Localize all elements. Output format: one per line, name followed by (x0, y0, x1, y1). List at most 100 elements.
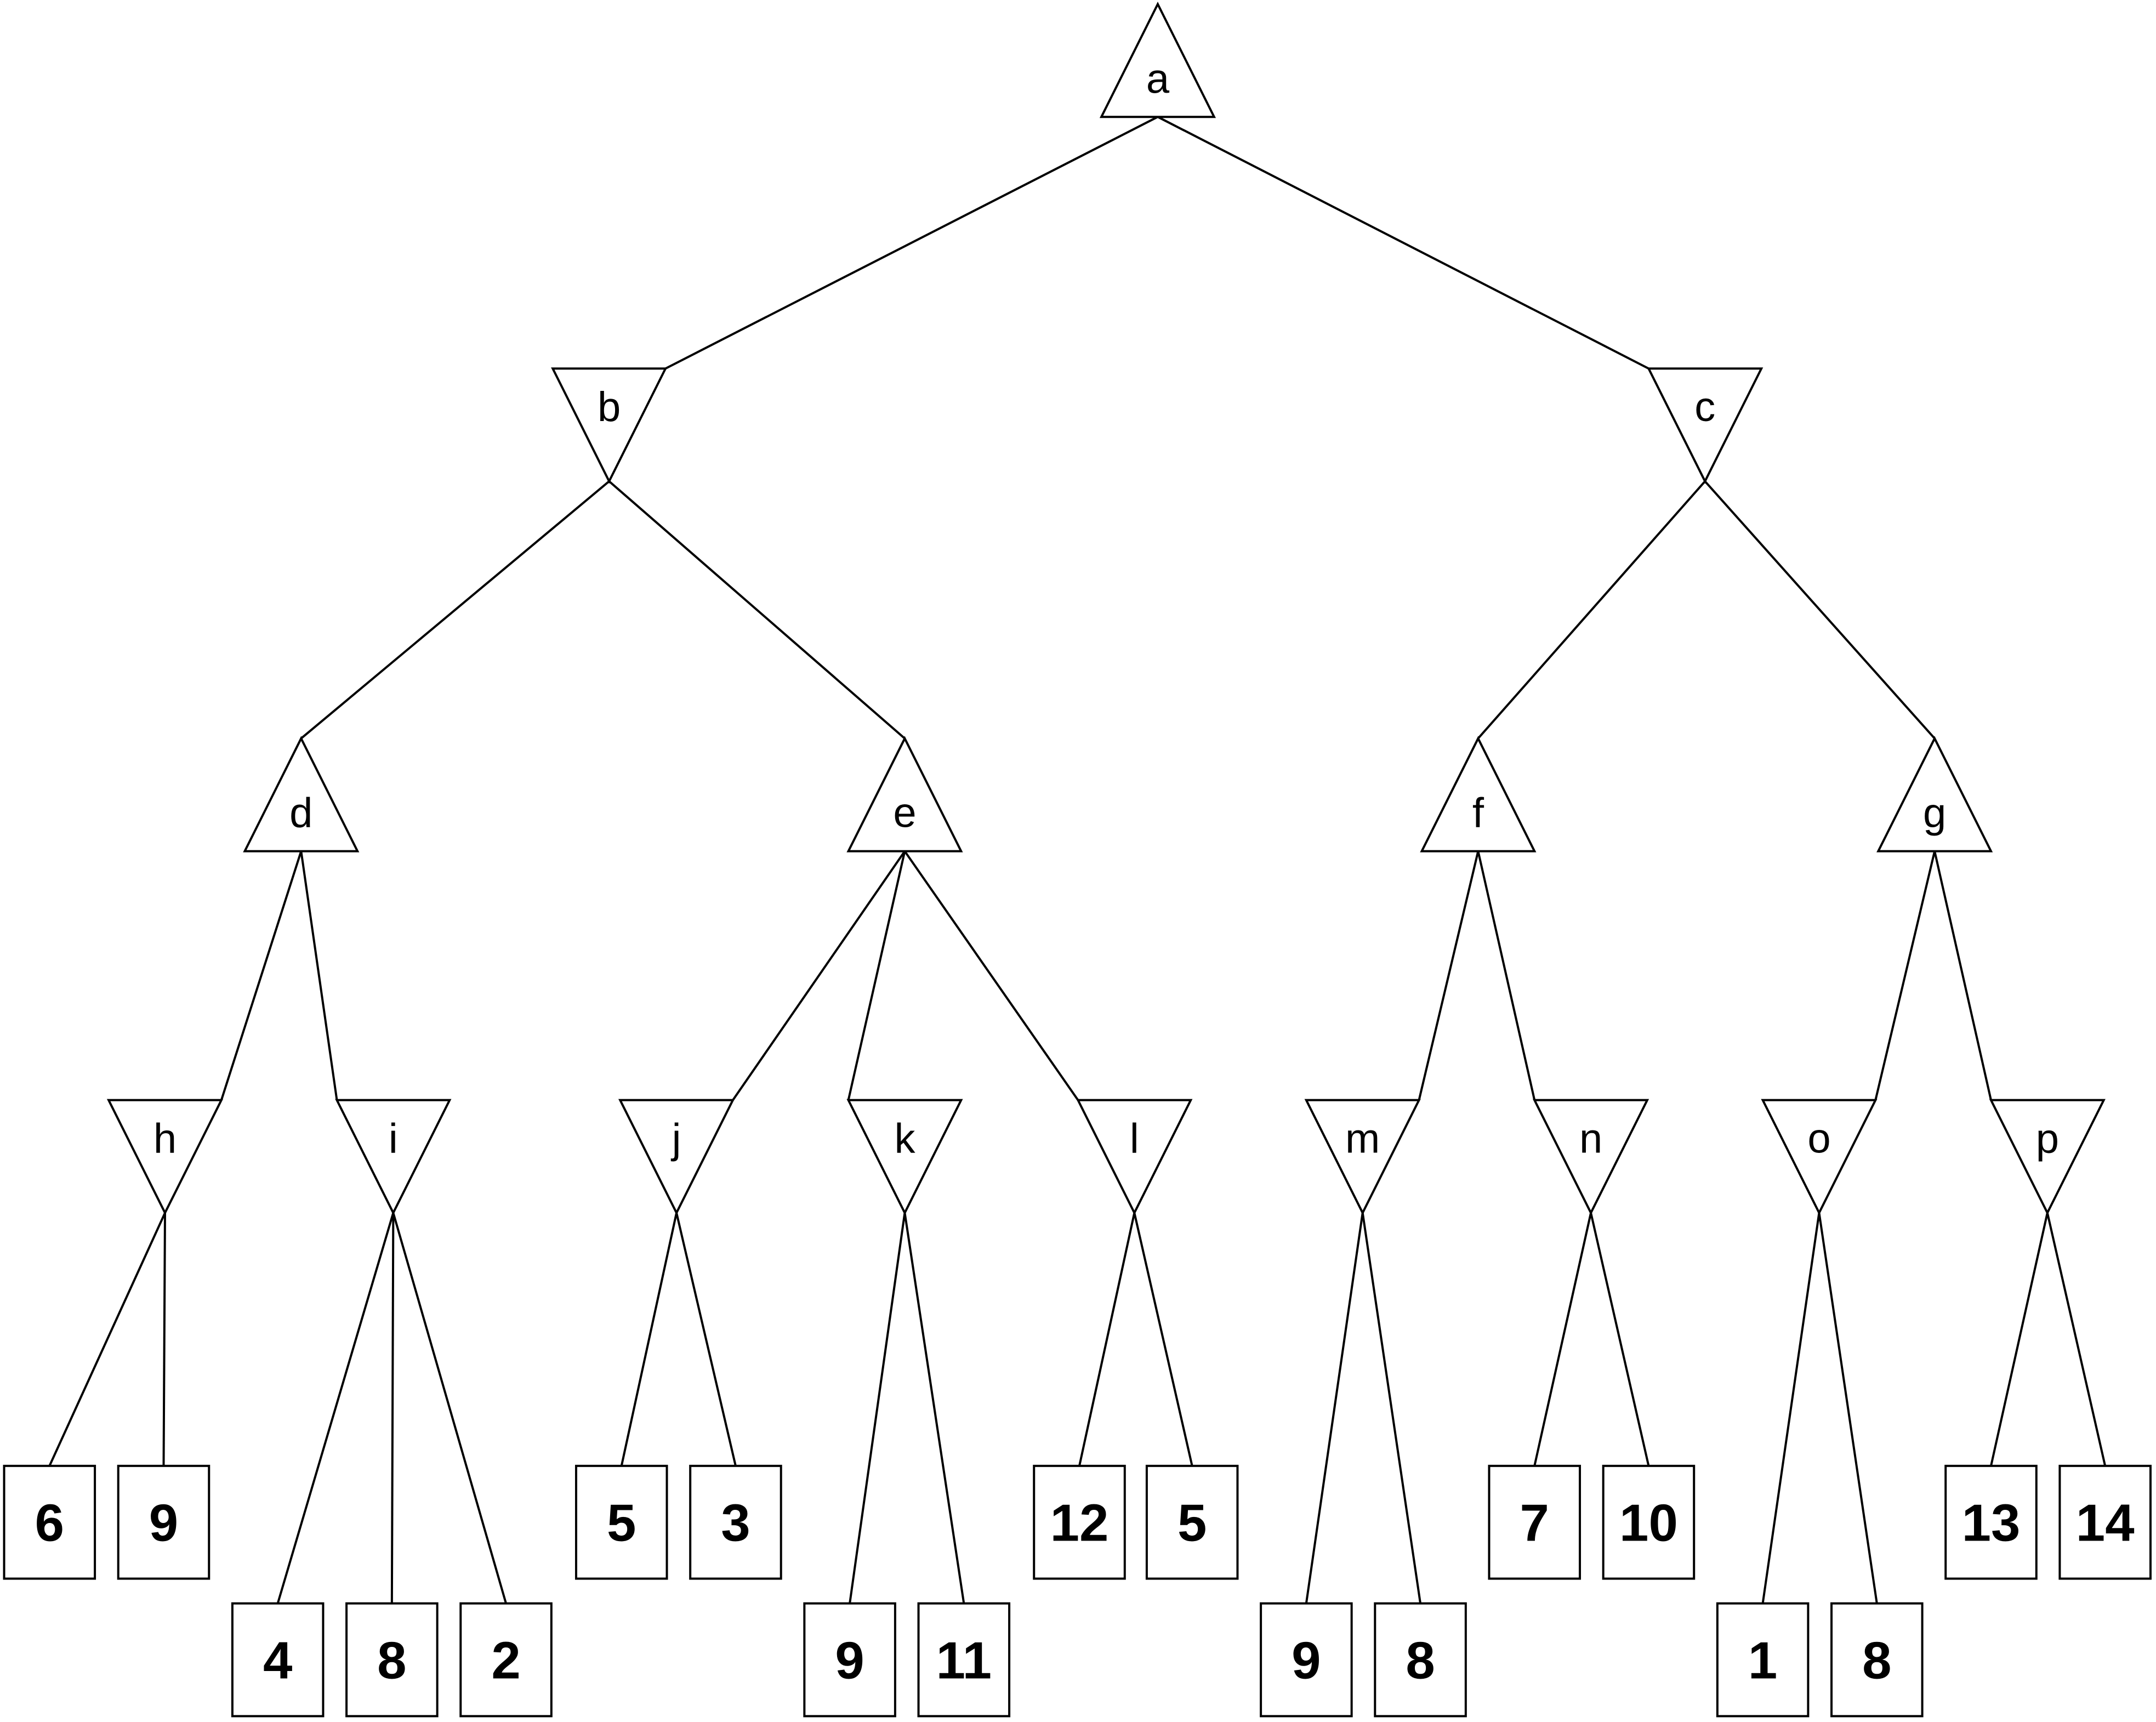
node-label: h (153, 1116, 177, 1162)
node-label: g (1923, 790, 1946, 837)
node-label: d (289, 790, 312, 837)
max-triangle-icon (846, 736, 963, 853)
node-label: c (1694, 384, 1715, 430)
leaf-box (459, 1602, 553, 1718)
tree-node-c: c (1647, 367, 1764, 484)
leaf-value: 11 (936, 1632, 992, 1690)
leaf-value: 5 (607, 1494, 636, 1553)
edge-m-m2 (1361, 1213, 1422, 1604)
leaf-value: 9 (149, 1494, 178, 1553)
node-label: i (389, 1116, 398, 1162)
min-triangle-icon (1533, 1099, 1649, 1215)
tree-node-l: l (1076, 1099, 1193, 1215)
min-triangle-icon (846, 1099, 963, 1215)
leaf-box (117, 1464, 211, 1580)
leaf-value: 6 (35, 1494, 64, 1553)
edge-d-i (300, 851, 338, 1100)
tree-node-h: h (106, 1099, 224, 1215)
tree-node-d: d (243, 736, 360, 853)
leaf-node-k2: 11 (917, 1602, 1011, 1718)
leaf-node-l2: 5 (1145, 1464, 1239, 1580)
leaf-value: 9 (835, 1632, 864, 1690)
node-label: e (893, 790, 916, 837)
edge-h-h1 (48, 1212, 166, 1467)
max-triangle-icon (1099, 2, 1216, 118)
node-label: l (1130, 1116, 1139, 1162)
leaf-node-m1: 9 (1260, 1602, 1353, 1718)
edge-e-j (732, 850, 906, 1101)
leaf-node-l1: 12 (1033, 1464, 1126, 1580)
leaf-value: 5 (1177, 1494, 1207, 1553)
min-triangle-icon (1076, 1099, 1193, 1215)
max-triangle-icon (1420, 736, 1537, 853)
leaf-node-i1: 4 (231, 1602, 325, 1718)
node-label: m (1345, 1116, 1380, 1162)
edge-a-c (1157, 116, 1649, 370)
tree-node-e: e (846, 736, 963, 853)
tree-node-g: g (1876, 736, 1993, 853)
edge-l-l1 (1078, 1212, 1136, 1467)
leaf-node-p2: 14 (2058, 1464, 2152, 1580)
edge-c-g (1704, 480, 1936, 740)
min-triangle-icon (106, 1099, 224, 1215)
min-triangle-icon (618, 1099, 735, 1215)
tree-node-n: n (1533, 1099, 1649, 1215)
min-triangle-icon (1989, 1099, 2106, 1215)
tree-node-o: o (1761, 1099, 1878, 1215)
leaf-box (1033, 1464, 1126, 1580)
leaf-node-k1: 9 (803, 1602, 896, 1718)
leaf-node-h1: 6 (3, 1464, 96, 1580)
leaf-node-j2: 3 (689, 1464, 782, 1580)
edge-p-p1 (1990, 1212, 2049, 1467)
leaf-box (1830, 1602, 1924, 1718)
leaf-node-i2: 8 (345, 1602, 439, 1718)
edge-b-e (608, 480, 906, 740)
leaf-box (1944, 1464, 2038, 1580)
edge-i-i2 (390, 1213, 395, 1604)
leaf-box (231, 1602, 325, 1718)
node-label: p (2036, 1116, 2059, 1162)
leaf-value: 8 (1406, 1632, 1435, 1690)
edge-d-h (220, 851, 303, 1101)
leaf-value: 9 (1292, 1632, 1321, 1690)
edge-b-d (300, 480, 610, 740)
leaf-value: 12 (1050, 1494, 1109, 1553)
leaf-box (1260, 1602, 1353, 1718)
tree-node-b: b (551, 367, 668, 484)
tree-node-a: a (1099, 2, 1216, 118)
edges-layer (48, 116, 2107, 1604)
edge-e-l (903, 850, 1079, 1101)
leaf-box (1488, 1464, 1582, 1580)
leaf-value: 1 (1748, 1632, 1777, 1690)
max-triangle-icon (243, 736, 360, 853)
edge-c-f (1477, 480, 1706, 740)
node-label: f (1472, 790, 1484, 837)
edge-j-j1 (620, 1212, 678, 1467)
leaf-box (345, 1602, 439, 1718)
leaf-node-m2: 8 (1374, 1602, 1467, 1718)
leaf-box (803, 1602, 896, 1718)
leaf-value: 13 (1962, 1494, 2021, 1553)
leaf-value: 14 (2076, 1494, 2135, 1553)
node-label: n (1579, 1116, 1602, 1162)
leaf-value: 8 (1862, 1632, 1891, 1690)
min-triangle-icon (1647, 367, 1764, 484)
edge-f-m (1418, 851, 1480, 1101)
edge-g-p (1933, 851, 1992, 1101)
edge-a-b (665, 116, 1158, 370)
min-triangle-icon (335, 1099, 452, 1215)
edge-e-k (847, 851, 906, 1101)
edge-i-i3 (392, 1212, 507, 1604)
leaf-node-p1: 13 (1944, 1464, 2038, 1580)
edge-l-l2 (1133, 1212, 1193, 1467)
edge-g-o (1874, 851, 1936, 1101)
leaf-value: 4 (263, 1632, 292, 1690)
edge-k-k2 (903, 1213, 965, 1604)
leaf-node-i3: 2 (459, 1602, 553, 1718)
leaf-node-n1: 7 (1488, 1464, 1582, 1580)
tree-node-i: i (335, 1099, 452, 1215)
node-label: a (1146, 55, 1170, 102)
edge-m-m1 (1305, 1213, 1364, 1604)
